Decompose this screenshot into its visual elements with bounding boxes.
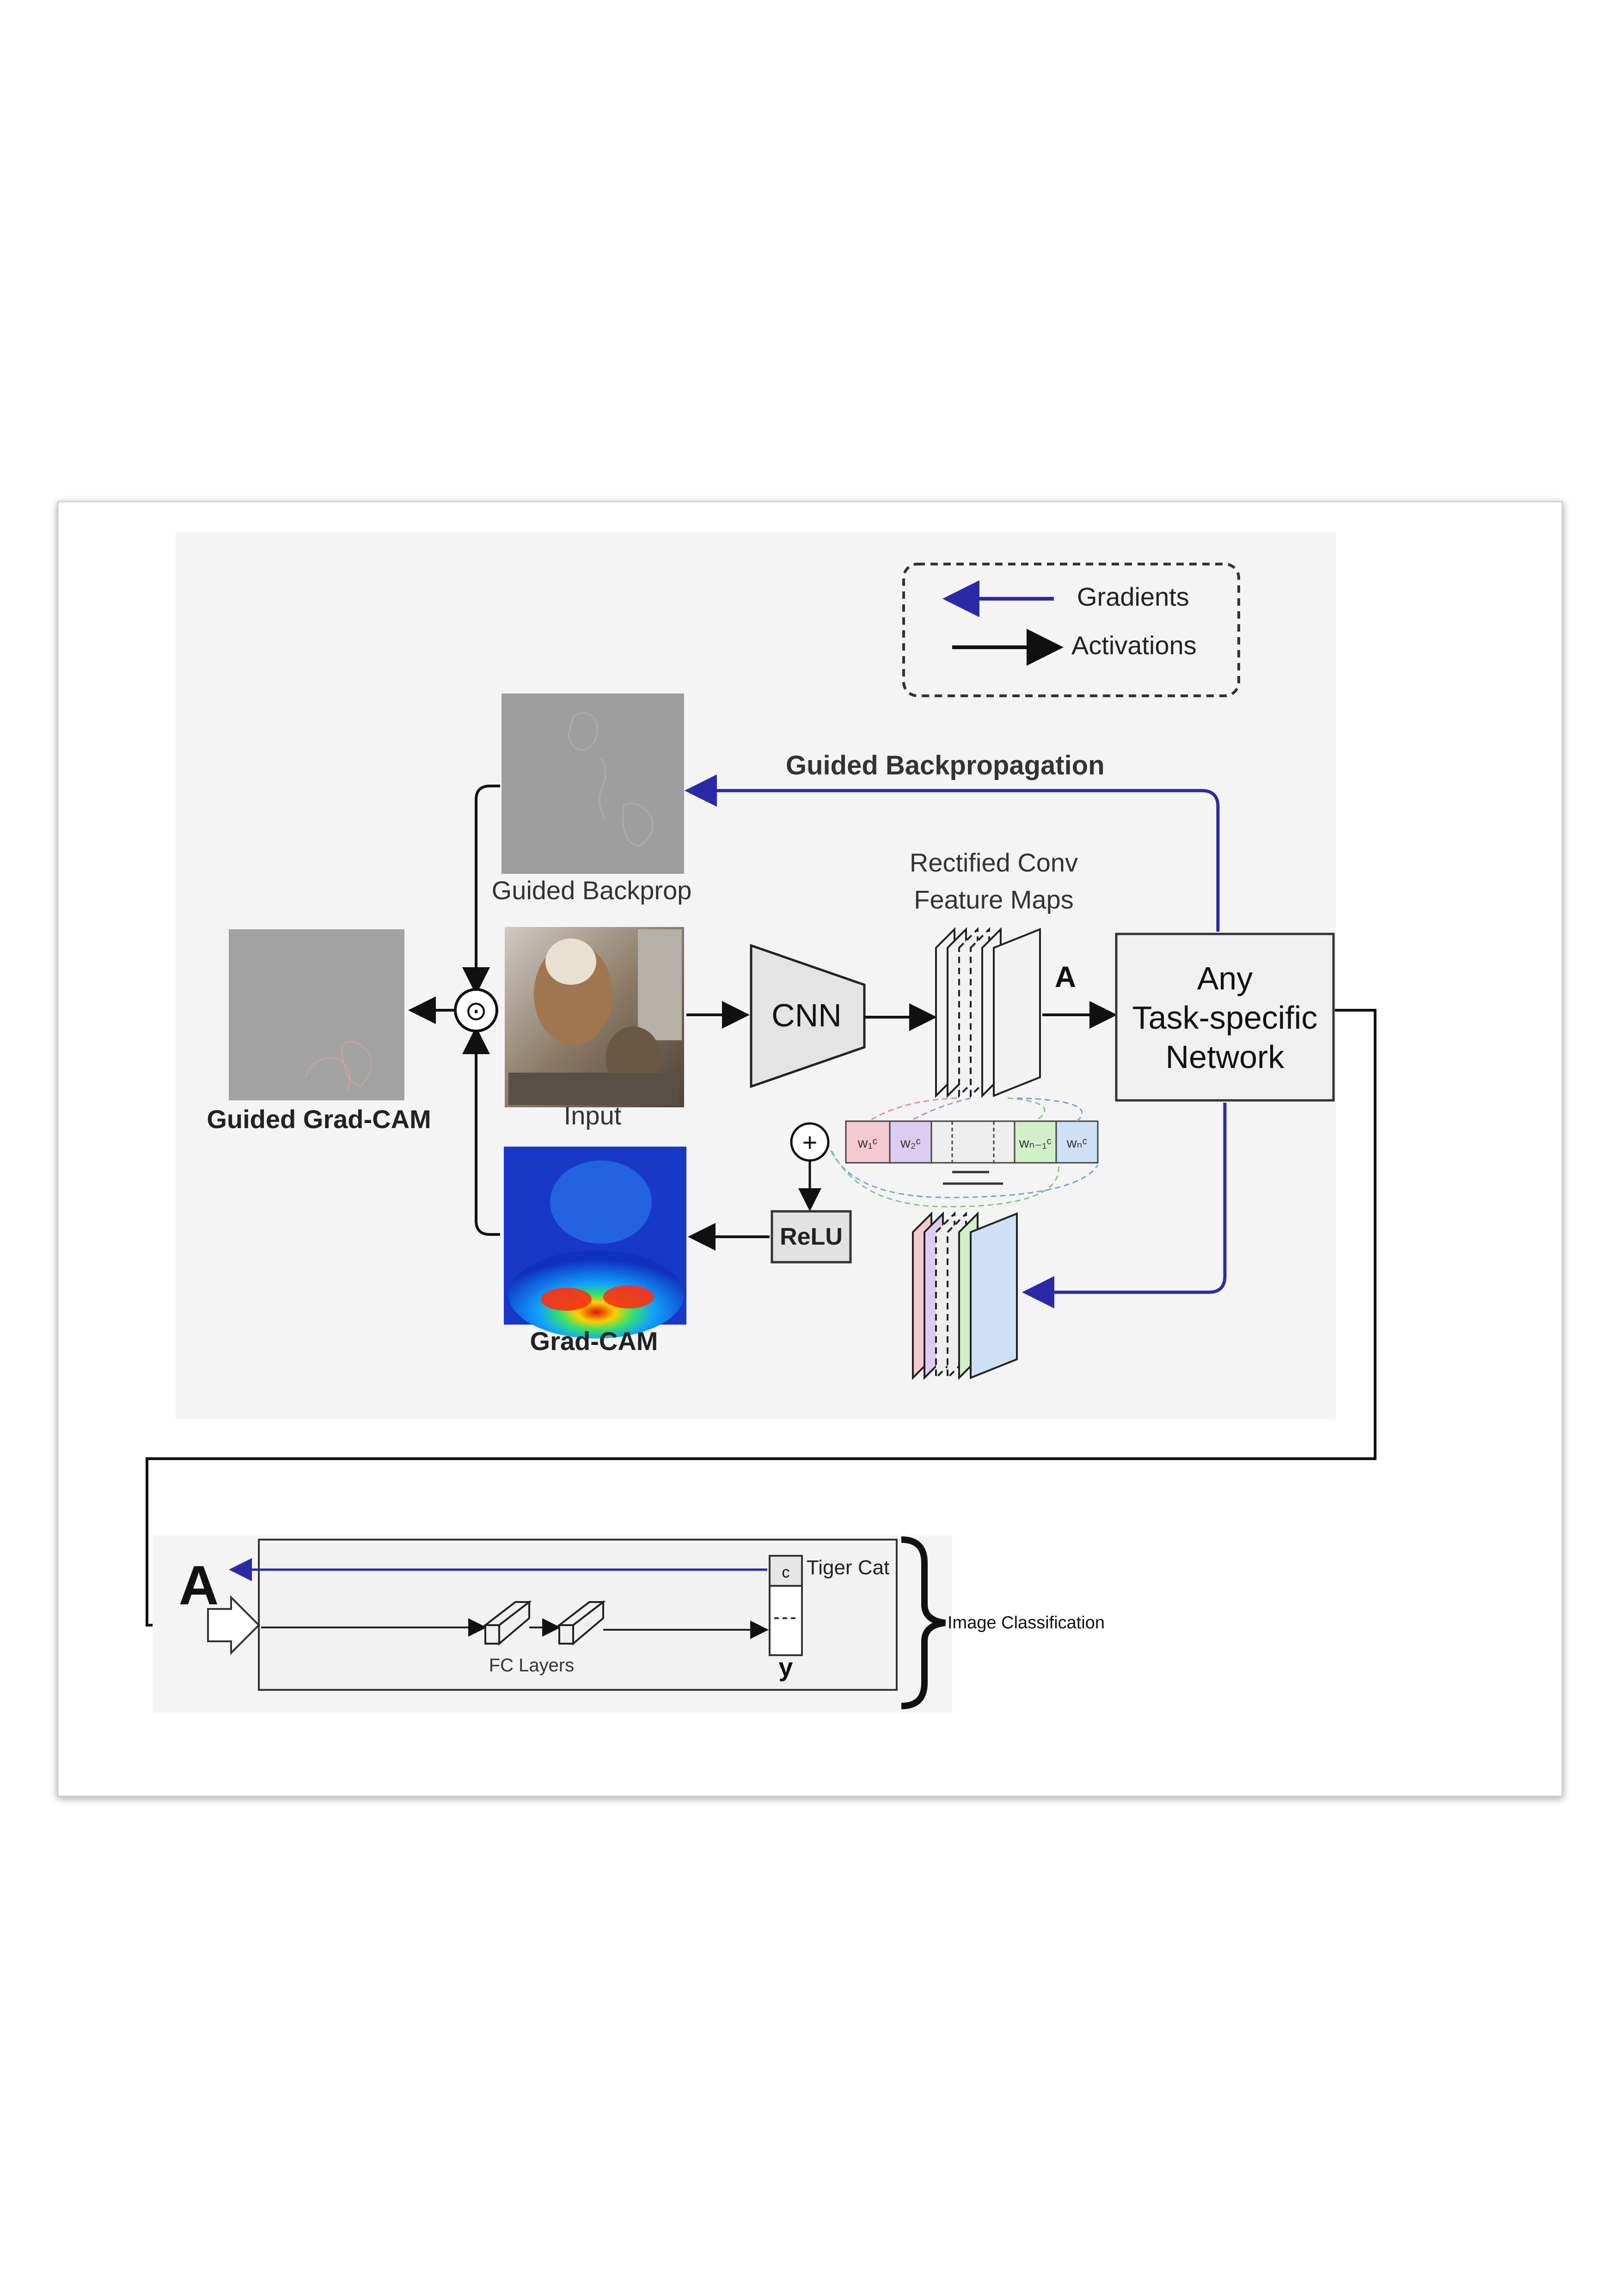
weight-cell-1 <box>845 1120 891 1164</box>
image-classification-label: Image Classification <box>948 1613 1105 1633</box>
guided-backprop-gradient-arrow <box>685 774 1220 932</box>
fc-layers-label: FC Layers <box>489 1655 575 1676</box>
guided-backprop-texture <box>568 712 654 847</box>
classification-input-arrow-icon <box>207 1595 260 1655</box>
output-class-cell-label: c <box>782 1564 790 1581</box>
weight-label-1: w₁ᶜ <box>857 1136 877 1151</box>
guided-grad-cam-image <box>229 929 404 1100</box>
task-network-line1: Any <box>1197 960 1253 996</box>
guided-grad-cam-texture <box>304 1041 372 1092</box>
relu-box <box>771 1210 852 1264</box>
legend-activations-label: Activations <box>1071 631 1197 660</box>
heatmap-cloud-top <box>550 1160 652 1244</box>
sum-symbol: + <box>802 1128 818 1157</box>
legend-box <box>902 563 1240 697</box>
legend: Gradients Activations <box>902 563 1240 697</box>
rectified-conv-label-line1: Rectified Conv <box>910 848 1078 877</box>
task-network-line3: Network <box>1166 1039 1285 1075</box>
heatmap-glow-bottom <box>508 1251 684 1338</box>
weight-mapping-arcs <box>826 1097 1099 1208</box>
cnn-block <box>750 944 866 1088</box>
input-label: Input <box>564 1101 622 1130</box>
heatmap-hotspot-left <box>541 1288 592 1311</box>
guided-backprop-to-multiply-arrow <box>462 785 500 995</box>
fc-layer-2 <box>557 1600 606 1646</box>
relu-label: ReLU <box>780 1223 843 1250</box>
guided-grad-cam-label: Guided Grad-CAM <box>207 1105 431 1134</box>
weight-label-2: w₂ᶜ <box>900 1136 921 1151</box>
output-class-cell <box>769 1555 803 1587</box>
weight-cell-gap <box>930 1120 1015 1164</box>
guided-backprop-image <box>502 694 684 874</box>
feature-map-stack <box>935 927 1041 1098</box>
grad-cam-to-multiply-arrow <box>462 1026 500 1236</box>
weighted-feature-map-stack <box>912 1211 1018 1380</box>
rectified-conv-label-line2: Feature Maps <box>914 885 1074 914</box>
output-symbol: y <box>778 1652 793 1682</box>
pointwise-multiply-symbol: ⊙ <box>465 996 488 1026</box>
feature-map-symbol: A <box>1055 960 1076 994</box>
guided-backpropagation-label: Guided Backpropagation <box>786 750 1105 780</box>
weight-label-3: wₙ₋₁ᶜ <box>1019 1136 1052 1151</box>
weights-bar: w₁ᶜ w₂ᶜ wₙ₋₁ᶜ wₙᶜ <box>845 1120 1099 1185</box>
weight-cell-2 <box>889 1120 932 1164</box>
task-specific-network-box <box>1115 933 1335 1102</box>
pointwise-multiply-node <box>454 988 498 1032</box>
classification-input-symbol: A <box>179 1554 219 1616</box>
task-network-to-weighted-maps-gradient-arrow <box>1022 1103 1227 1308</box>
heatmap-hotspot-right <box>603 1285 654 1308</box>
task-network-line2: Task-specific <box>1132 1000 1318 1036</box>
legend-gradients-label: Gradients <box>1077 582 1189 611</box>
cnn-label: CNN <box>771 997 842 1033</box>
guided-backprop-label: Guided Backprop <box>492 876 692 905</box>
grad-cam-label: Grad-CAM <box>530 1326 658 1356</box>
classification-curly-bracket <box>901 1536 946 1709</box>
input-photo-shapes <box>508 929 682 1105</box>
class-name-label: Tiger Cat <box>807 1556 889 1579</box>
fc-layer-1 <box>483 1600 532 1646</box>
weight-label-4: wₙᶜ <box>1066 1136 1087 1151</box>
